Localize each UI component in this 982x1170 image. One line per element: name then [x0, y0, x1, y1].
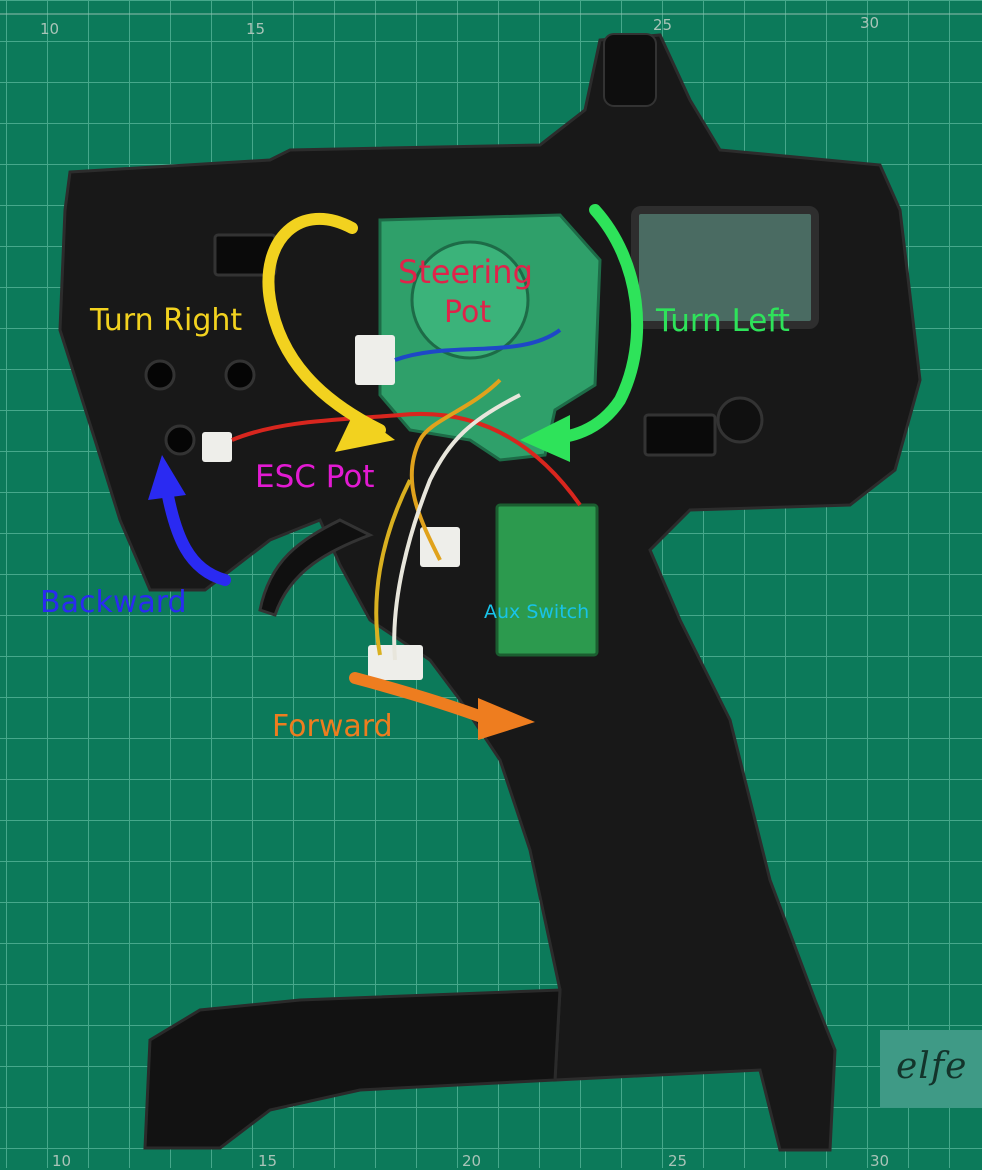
wire-bundle-yellow — [374, 479, 412, 656]
steering-pot-label-line2: Pot — [444, 295, 492, 330]
turn-right-arrowhead — [335, 410, 395, 452]
ruler-top-15: 15 — [246, 20, 266, 38]
electronics — [202, 213, 602, 680]
ruler-bottom-20: 20 — [462, 1152, 482, 1170]
backward-label: Backward — [40, 585, 187, 620]
turn-left-arrowhead — [520, 415, 570, 462]
steering-pot-label-line1: Steering — [398, 253, 533, 291]
turn-right-label: Turn Right — [90, 303, 243, 338]
ruler-bottom-10: 10 — [52, 1152, 72, 1170]
antenna-mount — [603, 33, 657, 107]
hole-2 — [224, 359, 256, 391]
backward-arrowhead — [148, 455, 186, 500]
steering-pot-body — [410, 240, 530, 360]
ruler-bottom-30: 30 — [870, 1152, 890, 1170]
forward-label: Forward — [272, 709, 393, 744]
esc-pot-label: ESC Pot — [255, 459, 375, 495]
wire-bundle-orange — [409, 378, 502, 561]
turn-left-label: Turn Left — [656, 303, 790, 339]
turn-right-arrow — [262, 212, 386, 436]
aux-switch-label: Aux Switch — [484, 601, 590, 623]
hole-4 — [716, 396, 764, 444]
aux-switch-board — [495, 503, 599, 657]
ruler-top-25: 25 — [653, 16, 673, 34]
wire-bundle-red — [231, 411, 582, 507]
forward-arrow — [349, 672, 496, 726]
watermark-logo-text: elfe — [896, 1046, 968, 1087]
connector-2 — [202, 432, 232, 462]
ruler-bottom-15: 15 — [258, 1152, 278, 1170]
slot-right — [643, 413, 717, 457]
connector-1 — [355, 335, 395, 385]
ruler-top-30: 30 — [860, 14, 880, 32]
ruler-bottom-25: 25 — [668, 1152, 688, 1170]
ruler-top-10: 10 — [40, 20, 60, 38]
hole-1 — [144, 359, 176, 391]
hole-3 — [164, 424, 196, 456]
display-window — [631, 206, 819, 329]
wire-bundle-white — [392, 393, 521, 661]
backward-arrow — [159, 474, 231, 586]
forward-arrowhead — [478, 698, 535, 740]
turn-left-arrow — [534, 204, 644, 445]
wire-bundle-blue — [394, 328, 562, 362]
trigger — [258, 518, 374, 617]
watermark-logo: elfe — [880, 1030, 982, 1108]
